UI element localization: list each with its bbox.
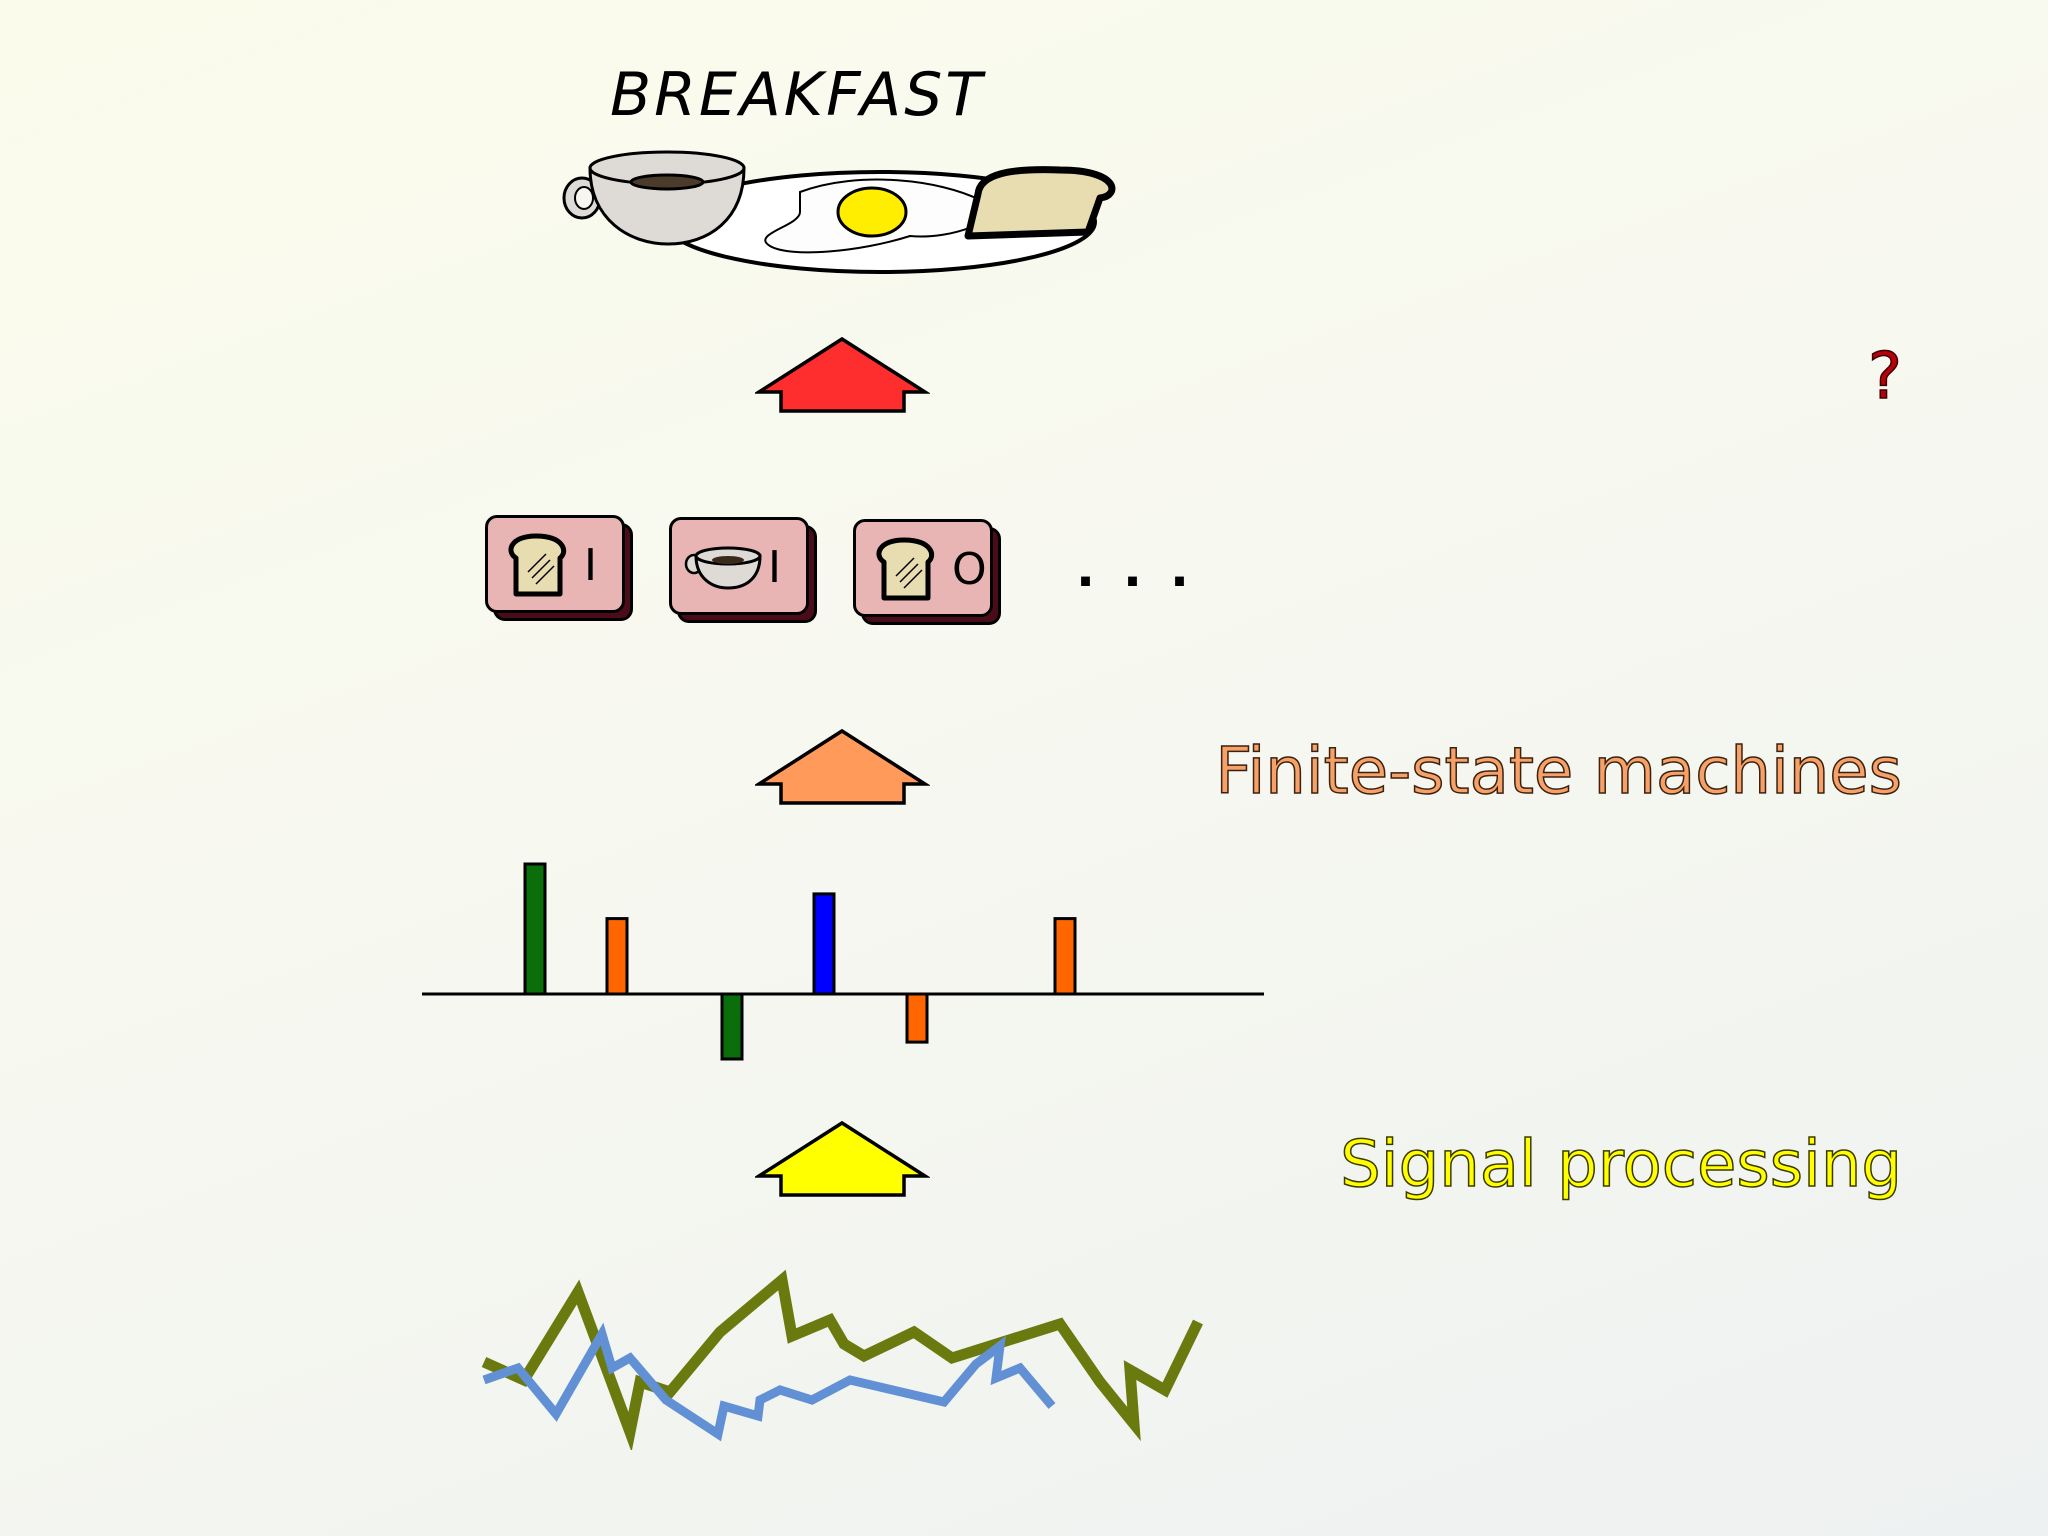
event-tag: O	[952, 544, 987, 595]
impulse-bar	[720, 992, 744, 1061]
impulse-plot	[422, 862, 1264, 1061]
event-card: I	[485, 515, 633, 621]
event-card: I	[669, 517, 817, 623]
breakfast-title: BREAKFAST	[610, 60, 985, 130]
signal-line-b	[482, 1322, 1056, 1442]
egg-yolk-icon	[836, 186, 908, 238]
finite-state-machines-label: Finite-state machines	[1215, 734, 1903, 810]
toast-icon	[964, 166, 1116, 240]
impulse-bar	[812, 892, 836, 996]
impulse-bar	[1053, 917, 1077, 996]
event-tag: I	[768, 542, 781, 593]
ellipsis: ...	[1076, 540, 1217, 598]
impulse-bar	[905, 992, 929, 1044]
breakfast-illustration	[562, 150, 1116, 274]
impulse-bar	[523, 862, 547, 996]
raw-signals	[481, 1269, 1203, 1450]
event-card: O	[853, 519, 1001, 625]
cup-icon	[684, 546, 762, 590]
arrow-up-top	[755, 336, 930, 413]
coffee-cup-icon	[588, 166, 746, 246]
top-level-label: ?	[1867, 339, 1902, 415]
toast-icon	[508, 533, 567, 597]
signal-processing-label: Signal processing	[1339, 1127, 1902, 1203]
impulse-bar	[605, 917, 629, 996]
event-tag: I	[584, 540, 597, 591]
arrow-up-middle	[755, 728, 930, 805]
signal-line-a	[481, 1269, 1203, 1450]
toast-icon	[876, 537, 935, 601]
arrow-up-bottom	[755, 1120, 930, 1197]
